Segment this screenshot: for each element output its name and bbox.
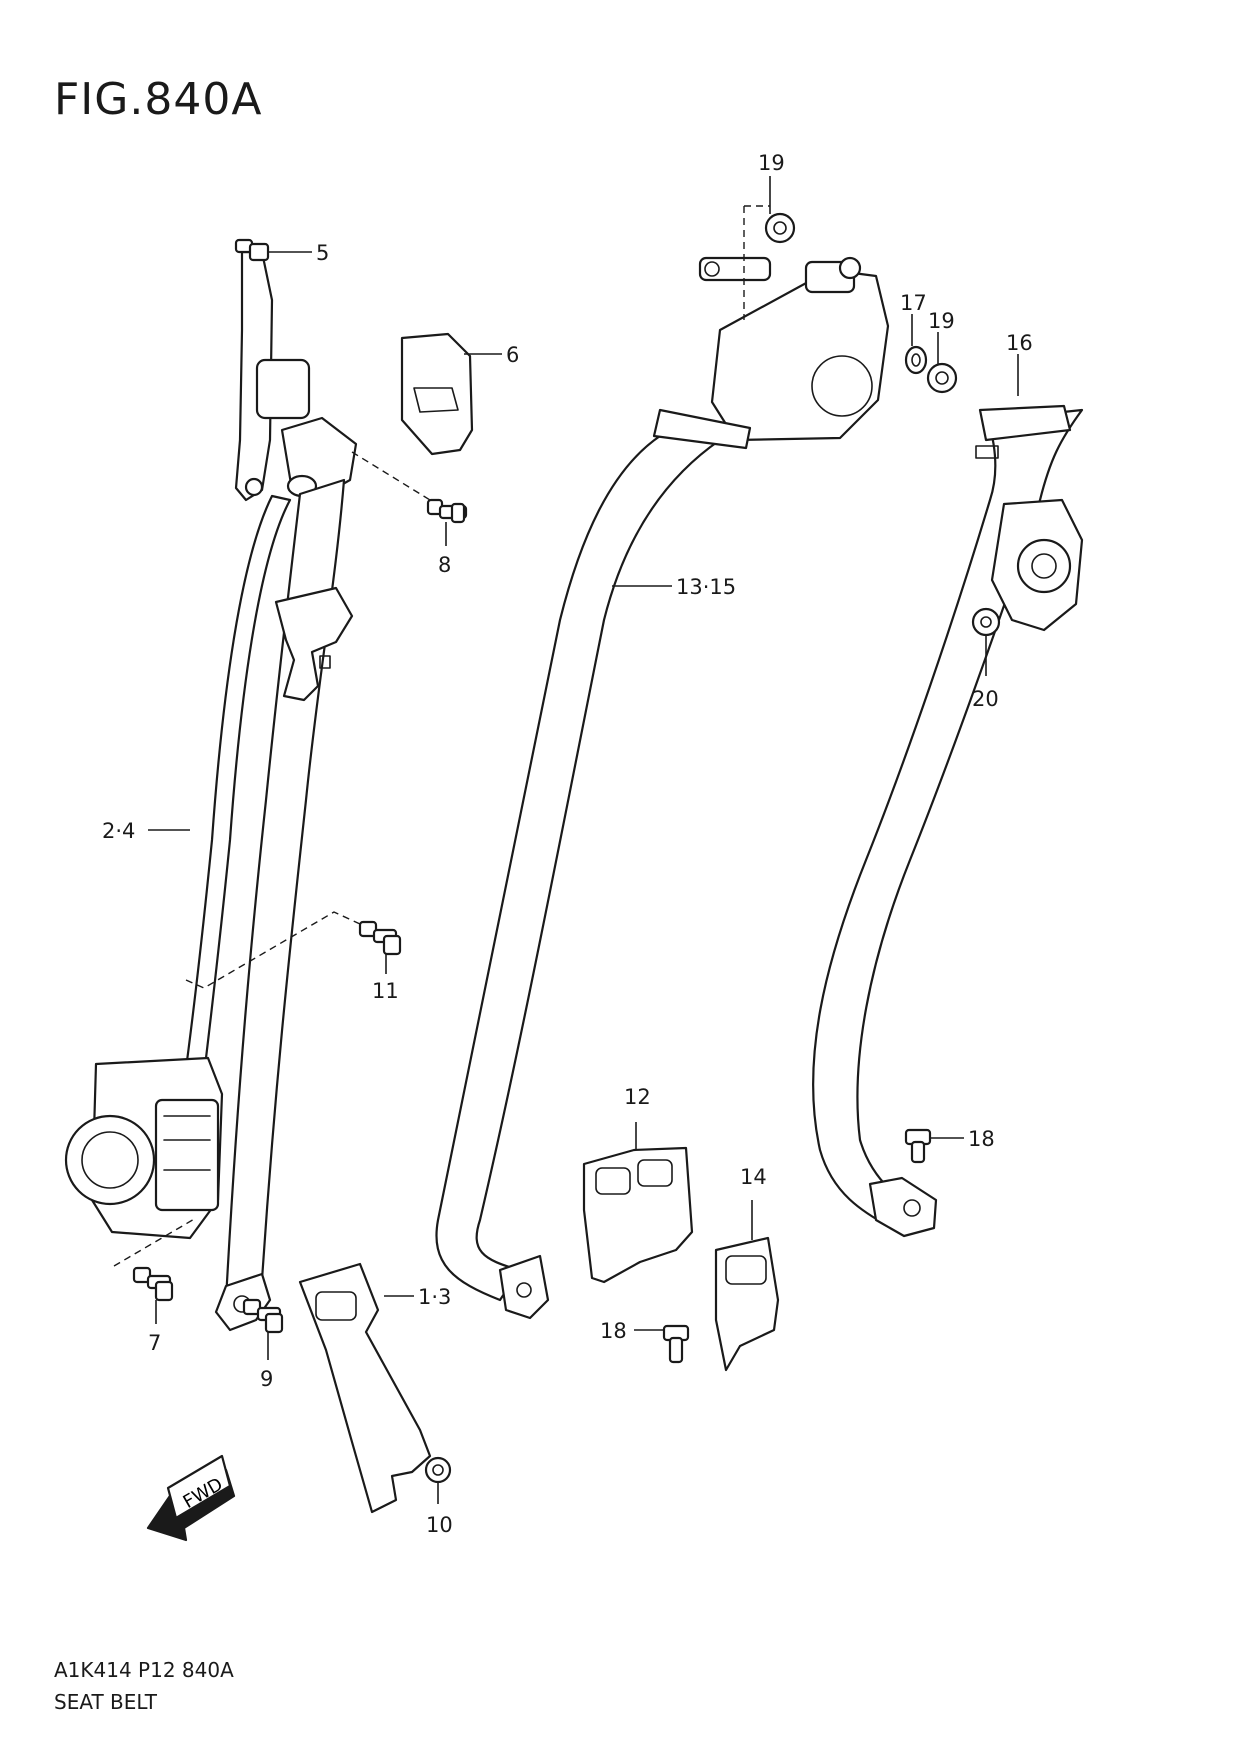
center-lower-anchor-hole [516, 1282, 532, 1298]
fwd-arrow-icon: FWD [146, 1454, 236, 1542]
callout-10: 10 [426, 1513, 453, 1537]
buckle-1-3-button [315, 1291, 357, 1321]
height-adjuster-block [255, 358, 311, 420]
callout-16: 16 [1006, 331, 1033, 355]
bracket-bolt-hole [244, 477, 264, 497]
bolt-18-lower-icon [662, 1324, 690, 1364]
right-lower-anchor [868, 1176, 938, 1238]
tongue-slot [319, 655, 331, 669]
right-tongue-loop [978, 404, 1072, 442]
center-bracket-hole [704, 261, 720, 277]
callout-13-15: 13·15 [676, 575, 736, 599]
callout-18-lower: 18 [600, 1319, 627, 1343]
center-retractor [710, 268, 890, 442]
figure-code: A1K414 P12 840A [54, 1658, 234, 1682]
center-webbing [435, 434, 722, 1302]
retractor-frame [154, 1098, 220, 1212]
dashline-11 [185, 911, 361, 989]
figure-title: FIG.840A [54, 74, 263, 125]
buckle-12-slot-b [637, 1159, 673, 1187]
callout-19-top: 19 [758, 151, 785, 175]
bolt-11-icon [358, 920, 402, 956]
callout-19-right: 19 [928, 309, 955, 333]
nut-10-icon [424, 1456, 452, 1484]
right-lower-anchor-hole [903, 1199, 921, 1217]
bolt-7-icon [132, 1266, 174, 1302]
dashline-7 [113, 1217, 197, 1267]
callout-20: 20 [972, 687, 999, 711]
cover-6 [400, 332, 474, 456]
center-retractor-spool [811, 355, 873, 417]
buckle-12-slot-a [595, 1167, 631, 1195]
dashline-19-top [743, 205, 770, 320]
callout-1-3: 1·3 [418, 1285, 451, 1309]
tongue-plate [274, 586, 354, 702]
callout-9: 9 [260, 1367, 273, 1391]
nut-19-right-icon [926, 362, 958, 394]
buckle-14-slot [725, 1255, 767, 1285]
callout-5: 5 [316, 241, 329, 265]
right-retractor-spool-inner [1031, 553, 1057, 579]
callout-6: 6 [506, 343, 519, 367]
callout-17: 17 [900, 291, 927, 315]
retractor-detail [163, 1115, 211, 1171]
callout-14: 14 [740, 1165, 767, 1189]
callout-18-upper: 18 [968, 1127, 995, 1151]
center-lower-anchor [498, 1254, 550, 1320]
right-tongue-slot [975, 445, 999, 459]
retractor-spool-inner [81, 1131, 139, 1189]
right-retractor-spool [1016, 538, 1072, 594]
cover-6-detail [413, 387, 459, 413]
bolt-8-icon [426, 498, 468, 524]
callout-12: 12 [624, 1085, 651, 1109]
callout-7: 7 [148, 1331, 161, 1355]
center-retractor-bolt [838, 256, 862, 280]
nut-20-icon [971, 607, 1001, 637]
callout-8: 8 [438, 553, 451, 577]
bolt-18-upper-icon [904, 1128, 932, 1164]
center-retractor-bracket [698, 256, 772, 282]
buckle-12 [582, 1146, 694, 1284]
callout-11: 11 [372, 979, 399, 1003]
buckle-1-3 [298, 1262, 432, 1514]
retractor-spool-cover [64, 1114, 156, 1206]
callout-2-4: 2·4 [102, 819, 135, 843]
buckle-14 [714, 1236, 780, 1372]
bolt-5-icon [234, 238, 270, 262]
figure-name: SEAT BELT [54, 1690, 157, 1714]
washer-17-icon [904, 345, 928, 375]
dashline-8 [351, 451, 431, 501]
bolt-9-icon [242, 1298, 284, 1334]
nut-19-top-icon [764, 212, 796, 244]
center-tongue-loop [652, 408, 752, 450]
